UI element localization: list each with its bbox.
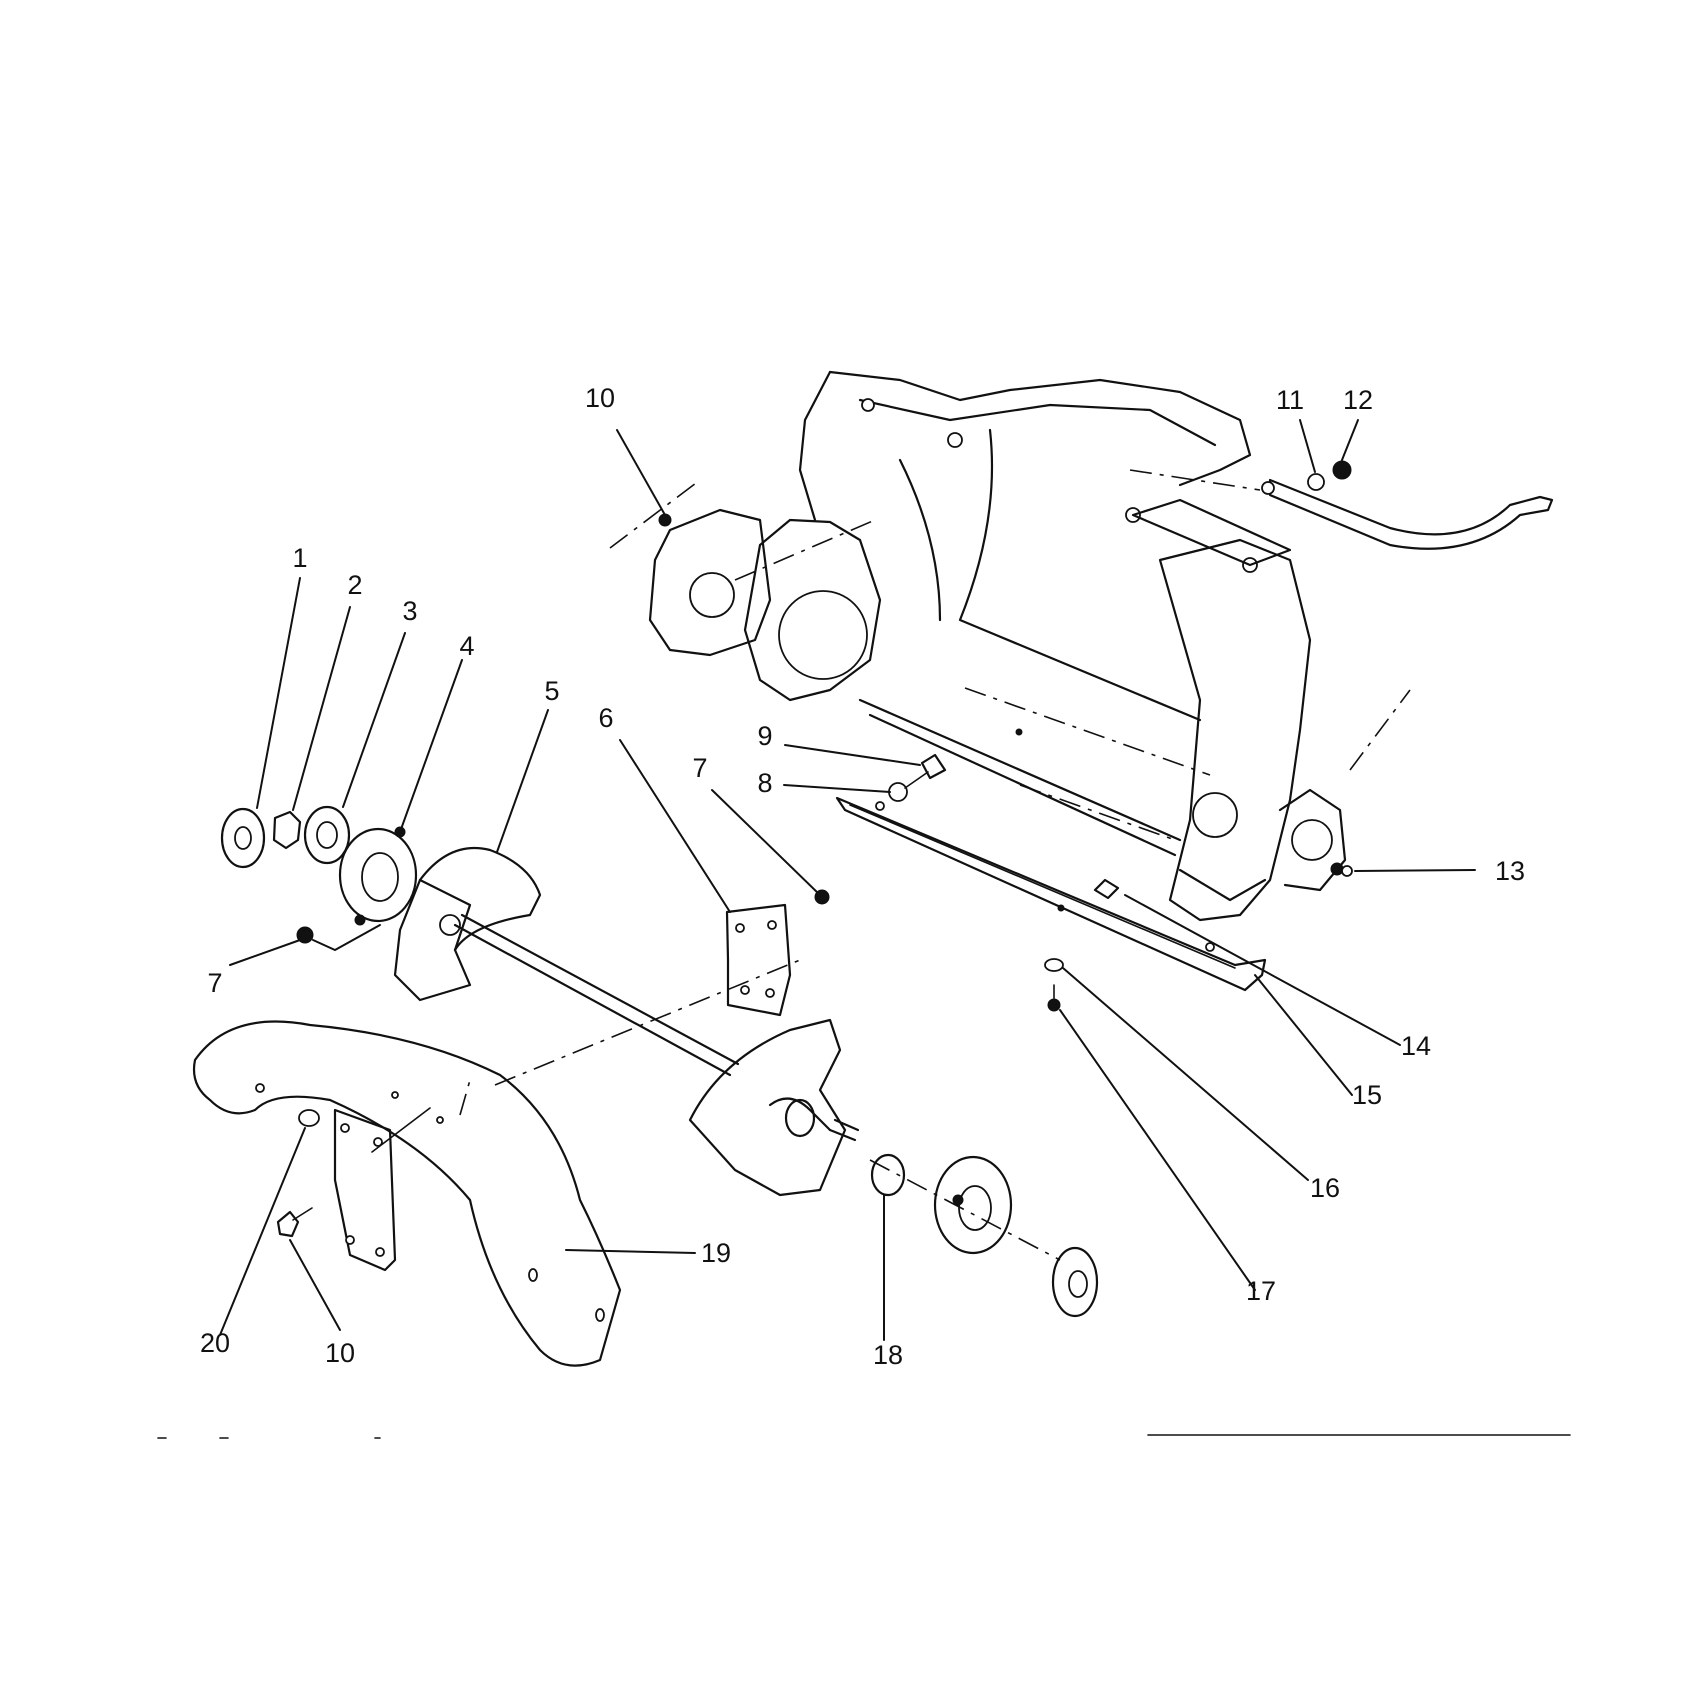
callout-7-lower: 7 bbox=[207, 968, 222, 998]
mounting-bracket-upper bbox=[725, 889, 830, 1017]
callout-17: 17 bbox=[1246, 1276, 1276, 1306]
callout-1: 1 bbox=[292, 543, 307, 573]
callout-2: 2 bbox=[347, 570, 362, 600]
callout-11: 11 bbox=[1276, 385, 1304, 415]
auger-blade bbox=[192, 1020, 622, 1367]
callout-7-upper: 7 bbox=[692, 753, 707, 783]
callout-leaders bbox=[219, 419, 1476, 1341]
callout-19: 19 bbox=[701, 1238, 731, 1268]
callout-12: 12 bbox=[1343, 385, 1373, 415]
left-bearing-stack bbox=[220, 805, 418, 926]
callout-20: 20 bbox=[200, 1328, 230, 1358]
callout-9: 9 bbox=[757, 721, 772, 751]
callout-4: 4 bbox=[459, 631, 474, 661]
callout-3: 3 bbox=[402, 596, 417, 626]
callout-10-lower: 10 bbox=[325, 1338, 355, 1368]
housing-hardware bbox=[658, 460, 1353, 1012]
callout-labels: 1 2 3 4 5 6 7 7 8 9 10 10 11 12 13 14 15… bbox=[200, 383, 1525, 1370]
callout-14: 14 bbox=[1401, 1031, 1431, 1061]
callout-10-upper: 10 bbox=[585, 383, 615, 413]
page-rule bbox=[157, 1434, 1571, 1439]
mounting-bracket-lower bbox=[276, 1107, 431, 1272]
right-bearing-stack bbox=[869, 1153, 1099, 1318]
callout-6: 6 bbox=[598, 703, 613, 733]
callout-5: 5 bbox=[544, 676, 559, 706]
callout-16: 16 bbox=[1310, 1173, 1340, 1203]
callout-13: 13 bbox=[1495, 856, 1525, 886]
callout-15: 15 bbox=[1352, 1080, 1382, 1110]
callout-18: 18 bbox=[873, 1340, 903, 1370]
auger-housing bbox=[609, 370, 1554, 922]
left-auger-and-shaft bbox=[296, 846, 740, 1077]
callout-8: 8 bbox=[757, 768, 772, 798]
scraper-blade bbox=[835, 796, 1267, 992]
right-auger bbox=[459, 959, 860, 1197]
